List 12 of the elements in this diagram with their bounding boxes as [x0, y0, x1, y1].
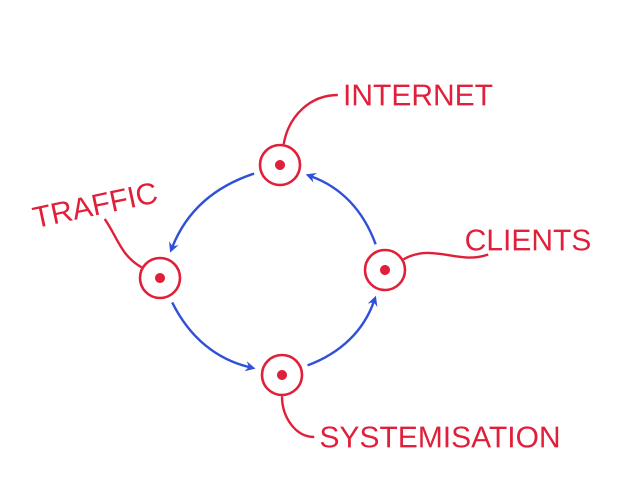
- handwritten-label: SYSTEMISATION: [320, 426, 558, 448]
- handwritten-label: CLIENTS: [466, 229, 590, 251]
- dot-circle: [258, 144, 302, 186]
- leader-line: [282, 94, 338, 144]
- dot-circle: [364, 248, 406, 292]
- dot-circle: [260, 354, 304, 396]
- dot-circle: [138, 256, 182, 300]
- handwritten-label: TRAFFIC: [32, 183, 157, 227]
- leader-line: [402, 252, 488, 260]
- leader-line: [280, 396, 314, 438]
- leader-line: [104, 218, 142, 268]
- handwritten-label: INTERNET: [346, 84, 492, 106]
